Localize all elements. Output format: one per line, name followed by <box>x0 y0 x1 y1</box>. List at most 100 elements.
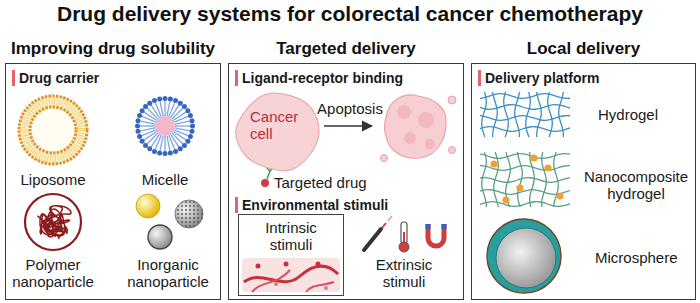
nanocomposite-hydrogel-icon <box>494 152 499 207</box>
micelle-icon <box>152 149 157 154</box>
part-label: Inorganic nanoparticle <box>120 256 216 291</box>
micelle-icon <box>178 101 183 106</box>
micelle-icon <box>136 129 141 134</box>
micelle-icon <box>188 134 193 139</box>
extrinsic-stimuli-icons <box>428 224 444 246</box>
column-heading: Improving drug solubility <box>6 39 220 59</box>
nanocomposite-hydrogel-icon <box>502 196 509 203</box>
part-label: Microsphere <box>595 249 678 266</box>
micelle-icon <box>135 124 140 129</box>
extrinsic-stimuli-icons <box>364 229 381 250</box>
micelle-icon <box>152 98 157 103</box>
micelle-icon <box>135 96 195 156</box>
microsphere-icon <box>487 219 561 293</box>
micelle-icon <box>143 104 148 109</box>
apoptosis-arrow <box>324 126 372 127</box>
apoptosis-arrow <box>324 125 372 127</box>
micelle-icon <box>185 139 190 144</box>
micelle-icon <box>188 113 193 118</box>
cell-label: Cancer cell <box>250 108 306 143</box>
nanocomposite-hydrogel-icon <box>544 164 551 171</box>
nanocomposite-hydrogel-icon <box>554 152 559 207</box>
micelle-icon <box>147 101 152 106</box>
tissue-illustration <box>306 282 334 292</box>
liposome-icon <box>25 102 82 159</box>
extrinsic-stimuli-icons <box>401 222 407 244</box>
micelle-icon <box>175 121 190 124</box>
nanocomposite-hydrogel-icon <box>518 152 523 207</box>
tissue-illustration <box>256 264 261 269</box>
hydrogel-icon <box>480 105 570 110</box>
hydrogel-icon <box>480 92 570 137</box>
micelle-icon <box>157 97 162 102</box>
micelle-icon <box>173 149 178 154</box>
nanocomposite-hydrogel-icon <box>556 192 563 199</box>
nanocomposite-hydrogel-icon <box>480 202 570 207</box>
nanocomposite-hydrogel-icon <box>530 154 537 161</box>
section-heading: Environmental stimuli <box>235 197 388 213</box>
nanocomposite-hydrogel-icon <box>490 160 497 167</box>
micelle-icon <box>169 103 175 117</box>
box-label: Intrinsic stimuli <box>253 219 329 254</box>
extrinsic-stimuli-icons <box>388 216 392 221</box>
micelle-icon <box>163 151 168 156</box>
tissue-illustration <box>324 286 328 290</box>
micelle-icon <box>137 113 142 118</box>
apoptotic-cell <box>418 112 434 128</box>
micelle-icon <box>171 134 179 146</box>
hydrogel-icon <box>515 92 520 137</box>
apoptotic-cell <box>448 96 456 104</box>
targeted-drug-icon <box>261 179 269 187</box>
apoptotic-cell <box>385 95 447 158</box>
tissue-illustration <box>274 282 278 286</box>
section-heading: Drug carrier <box>12 70 99 86</box>
hydrogel-icon <box>559 92 564 137</box>
apoptotic-cell <box>425 139 435 149</box>
micelle-icon <box>189 129 194 134</box>
hydrogel-icon <box>493 92 498 137</box>
micelle-icon <box>143 143 148 148</box>
micelle-icon <box>168 97 173 102</box>
micelle-icon <box>164 101 165 116</box>
tissue-illustration <box>242 258 340 292</box>
inorganic-nanoparticle-icon <box>175 200 203 228</box>
apoptotic-cell <box>381 155 388 162</box>
part-label: Micelle <box>142 171 189 188</box>
micelle-icon <box>140 108 145 113</box>
hydrogel-icon <box>480 116 570 121</box>
extrinsic-stimuli-icons <box>382 223 386 228</box>
nanocomposite-hydrogel-icon <box>480 152 570 207</box>
polymer-nanoparticle-icon <box>25 194 81 250</box>
micelle-icon <box>168 150 173 155</box>
micelle-icon <box>136 118 141 123</box>
micelle-icon <box>160 101 163 116</box>
micelle-icon <box>189 118 194 123</box>
stimuli-box: Intrinsic stimuli <box>238 214 344 296</box>
micelle-icon <box>190 124 195 129</box>
micelle-icon <box>151 105 159 117</box>
micelle-icon <box>144 132 156 140</box>
cancer-cell-shape: Cancer cell <box>236 92 320 172</box>
apoptotic-cell <box>381 95 457 162</box>
micelle-icon <box>142 116 156 122</box>
micelle-icon <box>147 146 152 151</box>
part-label: Targeted drug <box>274 174 367 191</box>
micelle-icon <box>155 116 175 136</box>
micelle-icon <box>157 150 162 155</box>
tissue-illustration <box>252 270 290 292</box>
micelle-icon <box>137 134 142 139</box>
micelle-icon <box>155 135 161 149</box>
micelle-icon <box>182 143 187 148</box>
micelle-icon <box>167 136 170 151</box>
hydrogel-icon <box>504 92 509 137</box>
targeted-drug-icon <box>261 167 274 187</box>
apoptotic-cell <box>449 147 456 154</box>
part-label: Apoptosis <box>317 100 383 117</box>
extrinsic-stimuli-icons <box>426 224 431 229</box>
section-heading: Delivery platform <box>478 70 599 86</box>
micelle-icon <box>174 130 188 136</box>
micelle-icon <box>182 104 187 109</box>
diagram-title: Drug delivery systems for colorectal can… <box>0 2 700 26</box>
inorganic-nanoparticle-icon <box>136 194 160 218</box>
